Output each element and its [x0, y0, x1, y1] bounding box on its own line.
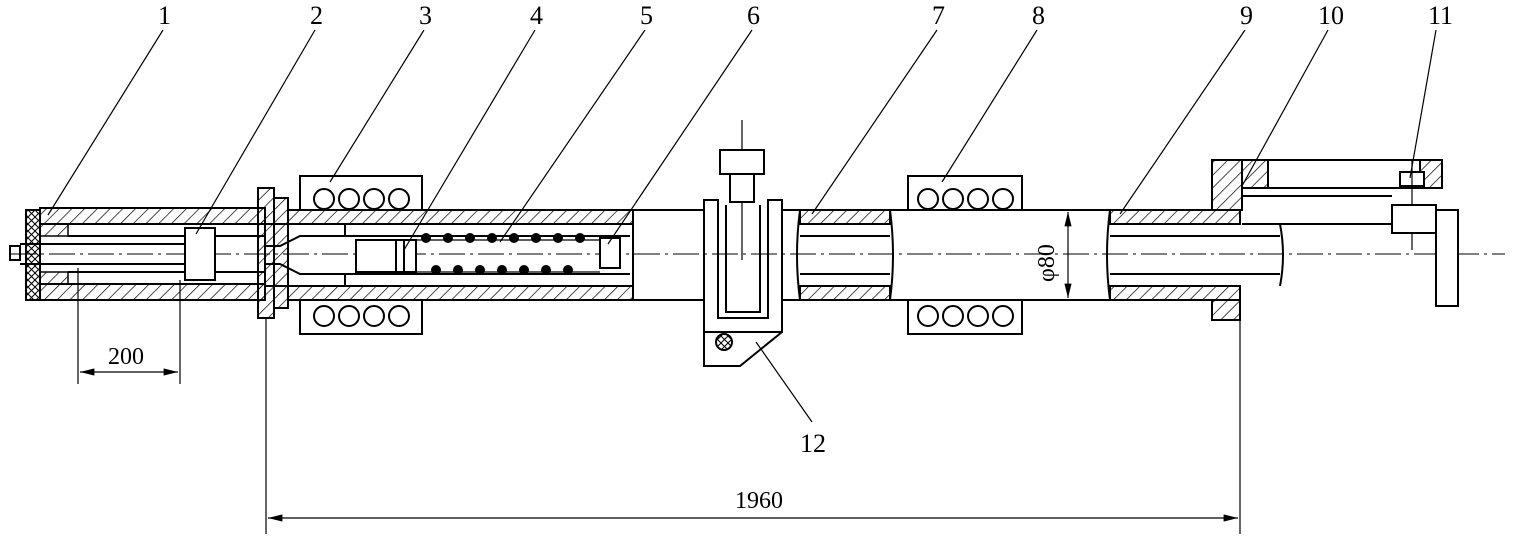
bearing-ball	[338, 188, 360, 210]
stroke-dimension-text: 200	[108, 344, 144, 370]
part-11-screw	[1391, 160, 1459, 307]
spring-coil	[531, 233, 541, 243]
spring-coil	[519, 265, 529, 275]
cylinder-body	[257, 187, 634, 319]
total-length-dimension: 1960	[265, 318, 1241, 534]
label-7: 7	[932, 1, 945, 30]
spring-coil	[541, 265, 551, 275]
label-11: 11	[1428, 1, 1453, 30]
label-12: 12	[800, 429, 826, 458]
part-12-clamp	[703, 120, 783, 367]
label-6: 6	[747, 1, 760, 30]
label-4: 4	[530, 1, 543, 30]
spring-coil	[475, 265, 485, 275]
bearing-ball	[363, 188, 385, 210]
stroke-dimension: 200	[77, 268, 181, 384]
part-2-piston	[184, 227, 216, 281]
total-length-text: 1960	[735, 488, 783, 514]
spring-coil	[431, 265, 441, 275]
label-1: 1	[158, 1, 171, 30]
label-8: 8	[1032, 1, 1045, 30]
bearing-ball	[992, 305, 1014, 327]
bearing-ball	[388, 305, 410, 327]
bearing-ball	[917, 188, 939, 210]
bearing-ball	[313, 188, 335, 210]
bearing-ball	[917, 305, 939, 327]
bearing-ball	[313, 305, 335, 327]
label-10: 10	[1318, 1, 1344, 30]
bearing-ball	[338, 305, 360, 327]
label-5: 5	[640, 1, 653, 30]
spring-coil	[487, 233, 497, 243]
part-9-pipe	[1106, 209, 1284, 301]
spring-coil	[443, 233, 453, 243]
diameter-dimension: φ80	[1034, 212, 1072, 298]
spring-coil	[421, 233, 431, 243]
part-8-bearing	[907, 175, 1023, 335]
bearing-ball	[967, 188, 989, 210]
piston-rod	[9, 227, 216, 281]
spring-coil	[509, 233, 519, 243]
bearing-ball	[388, 188, 410, 210]
spring-coil	[563, 265, 573, 275]
part-3-bearing	[299, 175, 423, 335]
spring-coil	[575, 233, 585, 243]
part-10-bracket	[1211, 159, 1443, 321]
part-numbers: 1 2 3 4 5 6 7 8 9 10 11 12	[158, 1, 1453, 458]
leaders	[47, 29, 1437, 423]
part-5-spring	[416, 233, 600, 275]
spring-coil	[553, 233, 563, 243]
part-7-pipe	[796, 209, 894, 301]
bearing-ball	[942, 305, 964, 327]
part-6-stop	[599, 237, 621, 269]
bearing-ball	[967, 305, 989, 327]
bearing-ball	[363, 305, 385, 327]
part-4-inner-piston	[355, 239, 417, 273]
bearing-ball	[942, 188, 964, 210]
label-3: 3	[419, 1, 432, 30]
bearing-ball	[992, 188, 1014, 210]
spring-coil	[453, 265, 463, 275]
spring-coil	[497, 265, 507, 275]
label-2: 2	[310, 1, 323, 30]
spring-coil	[465, 233, 475, 243]
label-9: 9	[1240, 1, 1253, 30]
diameter-text: φ80	[1034, 244, 1060, 282]
